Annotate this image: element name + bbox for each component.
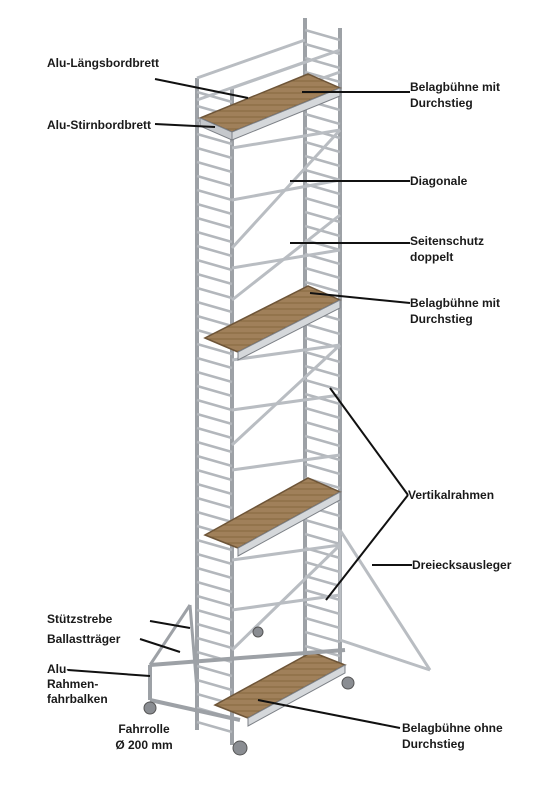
frame-rung [304,224,341,238]
frame-rung [304,112,341,126]
frame-rung [304,462,341,476]
frame-rung [196,244,233,258]
frame-rung [304,518,341,532]
frame-rung [196,90,233,104]
label-belag-top-line2: Durchstieg [410,96,473,110]
platform-lower [203,477,342,557]
frame-rung [304,602,341,616]
label-belag-bottom-line2: Durchstieg [402,737,465,751]
label-belag-top-line1: Belagbühne mit [410,80,501,94]
label-dreiecksausleger: Dreiecksausleger [412,558,512,572]
leader-lines [67,78,412,729]
frame-rung [304,350,341,364]
frame-rung [196,720,233,734]
frame-rung [196,230,233,244]
label-belag-mid-line2: Durchstieg [410,312,473,326]
frame-rung [196,370,233,384]
frame-rung [196,580,233,594]
label-rahmen-line3: fahrbalken [47,692,108,706]
frame-rung [304,28,341,42]
frame-rung [196,342,233,356]
frame-rung [304,238,341,252]
platform-top [198,73,342,141]
frame-rung [196,216,233,230]
label-rahmen-line1: Alu- [47,662,71,676]
label-stuetzstrebe: Stützstrebe [47,612,113,626]
diagonal-braces [230,128,342,652]
frame-rung [304,434,341,448]
frame-rung [196,678,233,692]
frame-rung [196,440,233,454]
frame-rung [304,448,341,462]
frame-rung [304,420,341,434]
frame-rung [304,196,341,210]
caster-wheels [143,626,355,756]
left-vertical-frame [195,78,234,745]
frame-rung [196,552,233,566]
right-vertical-frame [303,18,342,668]
frame-rung [196,314,233,328]
frame-rung [304,616,341,630]
triangle-outrigger [338,529,432,672]
frame-rung [196,146,233,160]
frame-rung [196,468,233,482]
frame-rung [196,454,233,468]
frame-rung [304,588,341,602]
frame-rung [304,574,341,588]
label-belag-mid-line1: Belagbühne mit [410,296,501,310]
frame-rung [304,364,341,378]
frame-rung [304,280,341,294]
frame-rung [304,630,341,644]
platform-middle [203,285,342,361]
label-fahrrolle-line1: Fahrrolle [118,722,170,736]
frame-rung [304,154,341,168]
label-belag-bottom-line1: Belagbühne ohne [402,721,503,735]
platform-bottom [213,651,347,727]
frame-rung [196,356,233,370]
frame-rung [304,266,341,280]
frame-rung [196,286,233,300]
frame-rung [196,664,233,678]
frame-rung [196,272,233,286]
frame-rung [196,174,233,188]
label-diagonale: Diagonale [410,174,468,188]
label-fahrrolle-line2: Ø 200 mm [115,738,173,752]
frame-rung [196,426,233,440]
frame-rung [196,258,233,272]
frame-rung [196,622,233,636]
label-seitenschutz-line1: Seitenschutz [410,234,485,248]
frame-rung [196,566,233,580]
frame-rung [196,398,233,412]
frame-rung [304,406,341,420]
frame-rung [304,378,341,392]
label-alu-stirnbordbrett: Alu-Stirnbordbrett [47,118,151,132]
frame-rung [304,168,341,182]
frame-rung [304,392,341,406]
frame-rung [196,412,233,426]
label-vertikalrahmen: Vertikalrahmen [408,488,495,502]
frame-rung [196,132,233,146]
frame-rung [196,608,233,622]
label-rahmen-line2: Rahmen- [47,677,99,691]
base-frame [148,604,346,722]
frame-rung [196,300,233,314]
frame-rung [196,482,233,496]
frame-rung [196,510,233,524]
frame-rung [304,532,341,546]
frame-rung [304,322,341,336]
frame-rung [196,594,233,608]
frame-rung [196,202,233,216]
label-ballasttraeger: Ballastträger [47,632,121,646]
frame-rung [196,636,233,650]
frame-rung [304,560,341,574]
label-alu-laengsbordbrett: Alu-Längsbordbrett [47,56,159,70]
frame-rung [196,384,233,398]
frame-rung [196,160,233,174]
label-seitenschutz-line2: doppelt [410,250,454,264]
frame-rung [196,496,233,510]
frame-rung [196,188,233,202]
frame-rung [196,538,233,552]
